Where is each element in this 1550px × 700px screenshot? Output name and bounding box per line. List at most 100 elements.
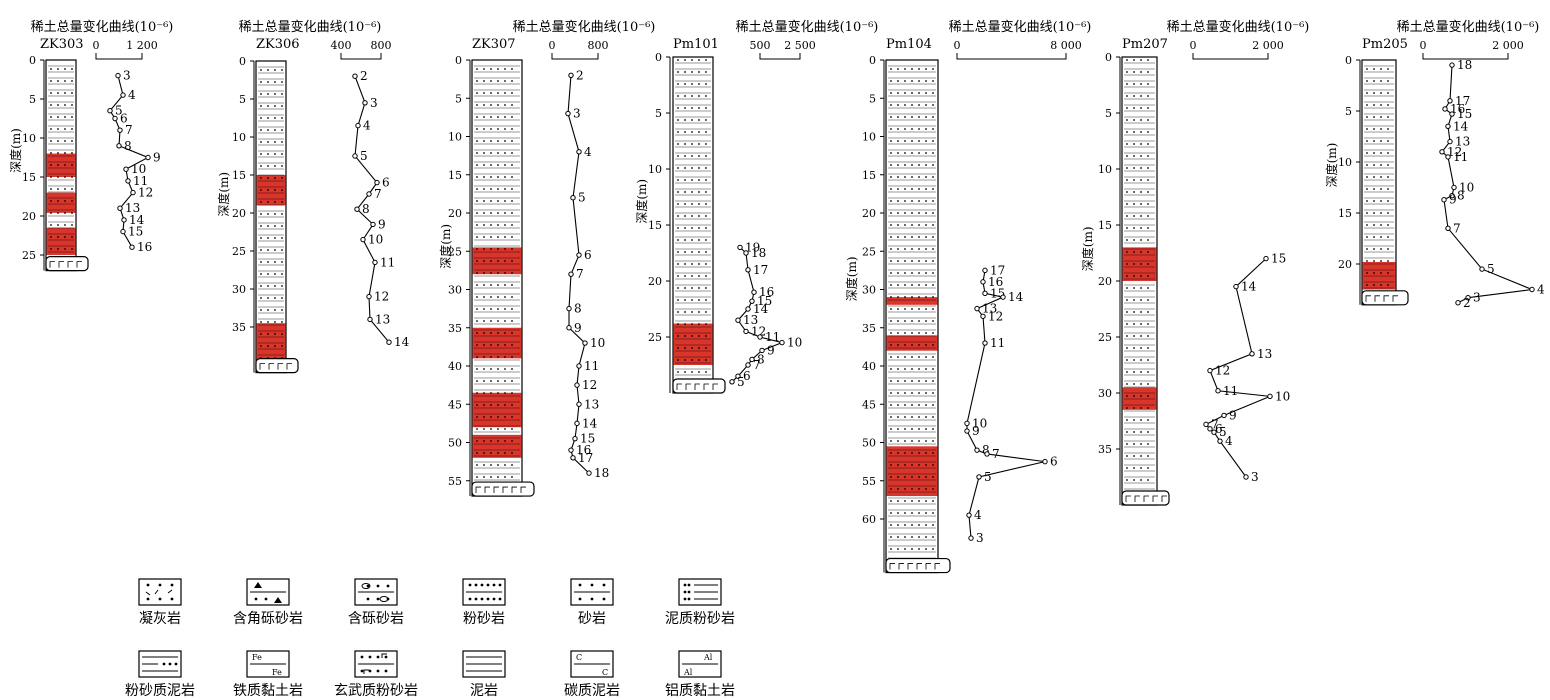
grain-dot [890, 104, 892, 106]
sample-number: 2 [1463, 296, 1471, 310]
sample-point [1207, 367, 1213, 374]
grain-dot [890, 224, 892, 226]
grain-dot [1133, 431, 1135, 433]
grain-dot [1140, 203, 1142, 205]
grain-dot [932, 224, 934, 226]
grain-dot [1133, 59, 1135, 61]
depth-tick-label: 10 [232, 131, 246, 144]
grain-dot [511, 188, 513, 190]
sample-point [737, 244, 743, 251]
grain-dot [1126, 311, 1128, 313]
grain-dot [1140, 95, 1142, 97]
grain-dot [698, 191, 700, 193]
grain-dot [918, 188, 920, 190]
grain-dot [50, 80, 52, 82]
grain-dot [677, 71, 679, 73]
grain-dot [890, 536, 892, 538]
grain-dot [267, 129, 269, 131]
ree-curve [1441, 65, 1535, 304]
grain-dot [918, 452, 920, 454]
grain-dot [890, 296, 892, 298]
curve-title: 稀土总量变化曲线(10⁻⁶) [513, 19, 656, 35]
grain-dot [71, 164, 73, 166]
basalt-symbol [1134, 495, 1140, 502]
sample-number: 11 [1453, 150, 1468, 164]
basalt-symbol [676, 383, 682, 390]
grain-dot [925, 512, 927, 514]
muddy-siltstone-swatch [678, 578, 722, 606]
sample-number: 3 [370, 96, 378, 110]
grain-dot [925, 164, 927, 166]
grain-dot [911, 140, 913, 142]
grain-dot [925, 440, 927, 442]
depth-tick-label: 20 [1098, 275, 1112, 288]
grain-dot [1147, 59, 1149, 61]
enriched-interval [46, 227, 76, 255]
grain-dot [918, 308, 920, 310]
grain-dot [1140, 383, 1142, 385]
sample-point [123, 166, 129, 172]
grain-dot [911, 260, 913, 262]
grain-dot [918, 368, 920, 370]
grain-dot [490, 368, 492, 370]
grain-dot [1147, 179, 1149, 181]
grain-dot [260, 225, 262, 227]
sample-number: 17 [990, 263, 1005, 277]
grain-dot [925, 80, 927, 82]
basalt-symbol [502, 486, 508, 494]
grain-dot [691, 251, 693, 253]
grain-dot [684, 215, 686, 217]
grain-dot [698, 83, 700, 85]
grain-dot [490, 104, 492, 106]
grain-dot [1147, 455, 1149, 457]
curve-title: 稀土总量变化曲线(10⁻⁶) [949, 19, 1092, 35]
grain-dot [490, 224, 492, 226]
grain-dot [918, 176, 920, 178]
grain-dot [267, 309, 269, 311]
sample-point [729, 379, 735, 385]
sample-point [1221, 412, 1227, 419]
grain-dot [890, 452, 892, 454]
grain-dot [274, 189, 276, 191]
sample-number: 9 [972, 424, 980, 438]
grain-dot [904, 176, 906, 178]
section-name: Pm101 [673, 37, 719, 52]
grain-dot [511, 428, 513, 430]
grain-dot [260, 345, 262, 347]
grain-dot [1147, 479, 1149, 481]
grain-dot [705, 179, 707, 181]
grain-dot [267, 285, 269, 287]
grain-dot [932, 416, 934, 418]
grain-dot [490, 416, 492, 418]
sample-number: 14 [1241, 280, 1257, 294]
grain-dot [1126, 455, 1128, 457]
grain-dot [925, 188, 927, 190]
grain-dot [497, 392, 499, 394]
grain-dot [490, 440, 492, 442]
enriched-interval [886, 335, 938, 351]
grain-dot [1133, 467, 1135, 469]
grain-dot [911, 500, 913, 502]
grain-dot [911, 128, 913, 130]
enriched-interval [46, 192, 76, 213]
grain-dot [691, 275, 693, 277]
grain-dot [71, 80, 73, 82]
grain-dot [1366, 164, 1368, 166]
sample-point [360, 236, 366, 243]
lithology-column [45, 59, 89, 272]
grain-dot [476, 440, 478, 442]
grain-dot [281, 249, 283, 251]
grain-dot [476, 428, 478, 430]
grain-dot [1133, 275, 1135, 277]
grain-dot [281, 261, 283, 263]
depth-tick-label: 55 [448, 475, 462, 488]
grain-dot [911, 452, 913, 454]
grain-dot [691, 95, 693, 97]
grain-dot [1133, 95, 1135, 97]
depth-axis-label: 深度(m) [844, 256, 859, 301]
grain-dot [897, 404, 899, 406]
curve-title: 稀土总量变化曲线(10⁻⁶) [1167, 19, 1310, 35]
grain-dot [890, 200, 892, 202]
sample-number: 10 [1275, 389, 1290, 403]
